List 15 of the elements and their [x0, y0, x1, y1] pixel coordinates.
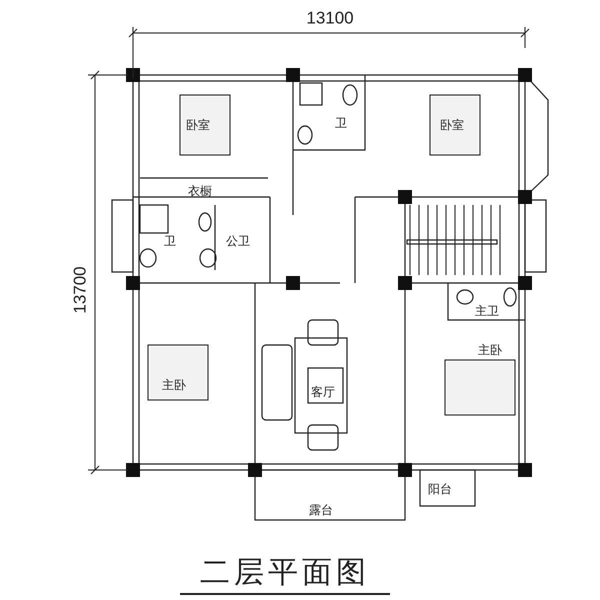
room-label: 客厅	[310, 386, 336, 398]
room-label: 主卧	[161, 379, 187, 391]
dimension-text: 13100	[305, 10, 355, 26]
room-label: 主卫	[474, 305, 500, 317]
room-label: 卫	[163, 235, 177, 247]
room-label: 公卫	[225, 235, 251, 247]
room-label: 卧室	[185, 119, 211, 131]
room-label: 衣橱	[187, 185, 213, 197]
drawing-title: 二层平面图	[180, 556, 390, 595]
dimension-text: 13700	[72, 265, 88, 315]
room-label: 卧室	[439, 119, 465, 131]
room-label: 卫	[334, 117, 348, 129]
room-label: 阳台	[427, 483, 453, 495]
room-label: 主卧	[477, 344, 503, 356]
room-label: 露台	[308, 504, 334, 516]
